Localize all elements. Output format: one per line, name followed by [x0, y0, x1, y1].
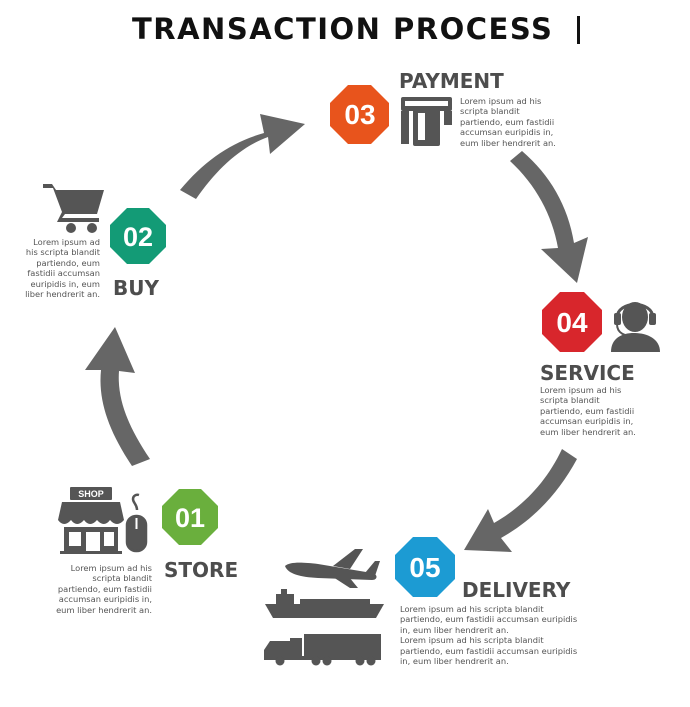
truck-icon	[264, 634, 381, 666]
arrow-store-to-buy	[85, 327, 150, 466]
cycle-arrows	[85, 114, 588, 552]
arrow-buy-to-payment	[180, 114, 305, 199]
page-title: TRANSACTION PROCESS	[132, 12, 554, 46]
step-label-delivery: DELIVERY	[462, 578, 571, 602]
step-label-service: SERVICE	[540, 361, 635, 385]
step-label-store: STORE	[164, 558, 239, 582]
step-number-03: 03	[344, 99, 375, 130]
title-divider	[577, 16, 580, 44]
airplane-icon	[285, 549, 380, 588]
badge-01: 01	[162, 489, 218, 545]
octagon-03	[330, 85, 389, 144]
step-description-delivery: Lorem ipsum ad his scripta blandit parti…	[400, 604, 578, 667]
step-number-01: 01	[175, 503, 205, 533]
step-label-buy: BUY	[113, 276, 159, 300]
octagon-02	[110, 208, 166, 264]
badge-05: 05	[395, 537, 455, 597]
octagon-01	[162, 489, 218, 545]
step-description-service: Lorem ipsum ad his scripta blandit parti…	[540, 385, 636, 437]
badge-04: 04	[542, 292, 602, 352]
shop-icon: SHOP	[58, 487, 124, 554]
ship-icon	[265, 589, 384, 618]
step-description-buy: Lorem ipsum ad his scripta blandit parti…	[25, 237, 100, 300]
step-number-02: 02	[123, 222, 153, 252]
badge-03: 03	[330, 85, 389, 144]
headset-operator-icon	[611, 302, 660, 352]
arrow-payment-to-service	[510, 151, 588, 283]
step-number-05: 05	[409, 552, 440, 583]
shopping-cart-icon	[43, 184, 104, 233]
badge-02: 02	[110, 208, 166, 264]
octagon-04	[542, 292, 602, 352]
step-description-store: Lorem ipsum ad his scripta blandit parti…	[56, 563, 152, 615]
card-terminal-icon	[401, 97, 452, 146]
mouse-icon	[125, 493, 148, 553]
arrow-service-to-delivery	[464, 449, 577, 552]
octagon-05	[395, 537, 455, 597]
shop-sign-text: SHOP	[78, 489, 104, 499]
step-number-04: 04	[556, 307, 588, 338]
step-label-payment: PAYMENT	[399, 69, 504, 93]
step-description-payment: Lorem ipsum ad his scripta blandit parti…	[460, 96, 556, 148]
